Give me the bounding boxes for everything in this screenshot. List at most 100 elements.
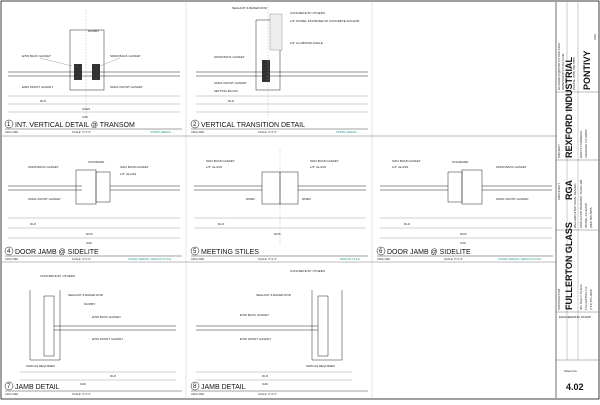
- architect-line-2: 1000 ALTON PARKWAY, SUITE 300: [579, 179, 583, 228]
- detail-1-number: 1: [7, 122, 11, 128]
- d6-callout-3: S6101 FRONT GASKET: [496, 197, 529, 201]
- detail-1-bubble: [4, 119, 14, 129]
- detail-4-scale: SCALE: 3"=1'-0": [72, 257, 91, 261]
- detail-4-title: DOOR JAMB @ SIDELITE: [15, 249, 99, 256]
- d2-callout-4: 1/2" ALUMINUM ANGLE: [290, 41, 323, 45]
- detail-5-series: MEDIUM STILE: [340, 257, 360, 261]
- d6-dim-oaf: OAF: [460, 241, 466, 245]
- d1-callout-dummy: DUMMY: [88, 29, 99, 33]
- detail-2-scale: SCALE: 3"=1'-0": [258, 130, 277, 134]
- detail-1-drawing: [8, 10, 180, 118]
- sheet-number: 4.02: [566, 382, 584, 392]
- detail-5-number: 5: [193, 249, 197, 255]
- d8-callout-2: E700 BACK GASKET: [240, 313, 269, 317]
- contractor-label: CONTRACTOR: [557, 288, 561, 310]
- d1-callout-0: E700 BACK GASKET: [22, 54, 51, 58]
- company-sub: USA: [593, 34, 597, 40]
- detail-1-title: INT. VERTICAL DETAIL @ TRANSOM: [15, 122, 135, 129]
- detail-8-number: 8: [193, 384, 197, 390]
- detail-2-series: SF3000 SERIES: [336, 130, 357, 134]
- title-block: [556, 2, 599, 361]
- d4-dim-oaf: OAF: [86, 241, 92, 245]
- detail-8-title: JAMB DETAIL: [201, 384, 246, 391]
- d5-callout-4: D5002: [246, 197, 255, 201]
- detail-2-title: VERTICAL TRANSITION DETAIL: [201, 122, 305, 129]
- d8-callout-1: SEALANT & BAKER ROD: [256, 293, 292, 297]
- d2-callout-6: SETTING BLOCK: [214, 89, 238, 93]
- d4-callout-1: S6101 FRONT GASKET: [28, 197, 61, 201]
- detail-1-scale: SCALE: 3"=1'-0": [72, 130, 91, 134]
- detail-5-drawing: [194, 150, 366, 246]
- d6-dim-nos: NOS: [460, 232, 467, 236]
- detail-5-scale: SCALE: 3"=1'-0": [258, 257, 277, 261]
- architect-name: RGA: [564, 180, 574, 201]
- d5-dim-dlo: DLO: [218, 222, 225, 226]
- detail-6-title: DOOR JAMB @ SIDELITE: [387, 249, 471, 256]
- d1-callout-2: E200 FRONT GASKET: [22, 85, 53, 89]
- detail-6-number: 6: [379, 249, 383, 255]
- contractor-name: FULLERTON GLASS: [564, 222, 574, 310]
- detail-6-arch-ref: ARCH REF: [377, 257, 391, 261]
- d5-callout-2: S201 BULB GASKET: [310, 159, 339, 163]
- d8-callout-0: CONCRETE BY OTHERS: [290, 269, 325, 273]
- d2-callout-0: SEALANT & BAKER ROD: [232, 6, 268, 10]
- d2-callout-2: 1/4" DOWEL FASTENER W/ CONCRETE ANCHOR: [290, 19, 360, 23]
- detail-6-bubble: [376, 246, 386, 256]
- d1-dim-oaf: OAF: [82, 115, 88, 119]
- project-name: REXFORD INDUSTRIAL: [564, 56, 574, 158]
- detail-1-series: SF3000 SERIES: [150, 130, 171, 134]
- d2-callout-1: CONCRETE BY OTHERS: [290, 11, 325, 15]
- detail-7-number: 7: [7, 384, 11, 390]
- detail-5-title: MEETING STILES: [201, 249, 259, 256]
- d6-callout-1: 1/4" GLASS: [392, 165, 408, 169]
- d1-callout-3: S6101 FRONT GASKET: [110, 85, 143, 89]
- detail-4-number: 4: [7, 249, 11, 255]
- detail-7-bubble: [4, 381, 14, 391]
- d1-dim-aces: ACES: [82, 107, 90, 111]
- detail-6-series: SF3000 SERIES / MEDIUM STILE: [498, 257, 541, 261]
- d5-callout-5: D5003: [302, 197, 311, 201]
- d2-dim-dlo: DLO: [228, 99, 235, 103]
- d6-callout-4: STANDARD: [452, 160, 469, 164]
- detail-7-title: JAMB DETAIL: [15, 384, 60, 391]
- project-line-2: ANAHEIM, CA 92806: [584, 129, 588, 158]
- detail-5-bubble: [190, 246, 200, 256]
- d2-callout-5: S6101 FRONT GASKET: [214, 81, 247, 85]
- d7-dim-dlo: DLO: [110, 374, 117, 378]
- d7-callout-3: E700 BACK GASKET: [92, 315, 121, 319]
- contractor-line-2: FULLERTON, CA: [584, 286, 588, 310]
- contractor-line-1: 451 SALLY PLACE: [579, 284, 583, 310]
- sheet-no-label: Sheet No.: [564, 369, 578, 373]
- d8-dim-oaf: OAF: [262, 382, 268, 386]
- d4-dim-nos: NOS: [86, 232, 93, 236]
- detail-8-arch-ref: ARCH REF: [191, 392, 205, 396]
- d4-callout-4: 1/4" GLASS: [120, 172, 136, 176]
- company-line-2: WWW.PONTIVYUSA.COM: [561, 53, 565, 90]
- detail-2-number: 2: [193, 122, 197, 128]
- d1-callout-1: S6150 BACK GASKET: [110, 54, 141, 58]
- detail-7-drawing: [20, 290, 176, 381]
- detail-8-scale: SCALE: 3"=1'-0": [258, 392, 277, 396]
- d7-callout-0: CONCRETE BY OTHERS: [40, 274, 75, 278]
- d8-callout-4: SHIM AS REQUIRED: [306, 364, 336, 368]
- d2-callout-3: S6150 BACK GASKET: [214, 55, 245, 59]
- d4-callout-0: S6150 BACK GASKET: [28, 165, 59, 169]
- detail-2-bubble: [190, 119, 200, 129]
- detail-4-drawing: [8, 169, 180, 239]
- detail-6-drawing: [380, 169, 552, 239]
- architect-line-1: RGA ARCHITECTURAL DESIGN: [573, 184, 577, 228]
- d4-dim-dlo: DLO: [30, 222, 37, 226]
- architect-label: ARCHITECT: [557, 183, 561, 200]
- d8-callout-3: E700 FRONT GASKET: [240, 337, 271, 341]
- d6-dim-dlo: DLO: [404, 222, 411, 226]
- detail-4-arch-ref: ARCH REF: [5, 257, 19, 261]
- detail-7-scale: SCALE: 3"=1'-0": [72, 392, 91, 396]
- detail-2-arch-ref: ARCH REF: [191, 130, 205, 134]
- d4-callout-2: STANDARD: [88, 160, 105, 164]
- detail-4-series: SF3000 SERIES / MEDIUM STILE: [128, 257, 171, 261]
- architect-line-3: IRVINE, CA 92618: [584, 203, 588, 228]
- d7-dim-oaf: OAF: [80, 382, 86, 386]
- d4-callout-3: S201 BULB GASKET: [120, 165, 149, 169]
- detail-8-bubble: [190, 381, 200, 391]
